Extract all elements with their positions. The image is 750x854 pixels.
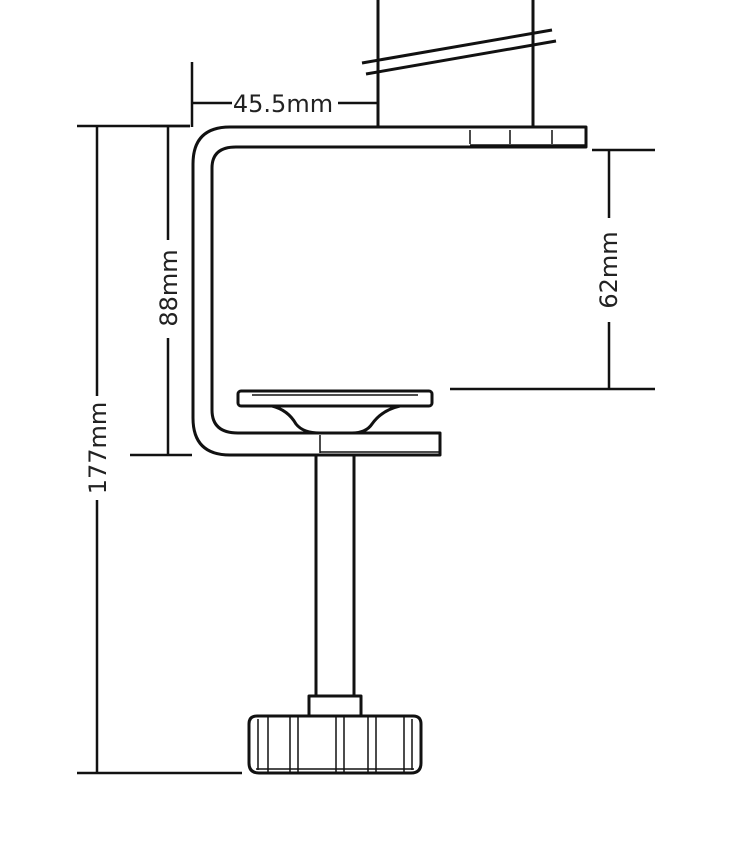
clamp-body (191, 125, 588, 457)
dimension-width: 45.5mm (190, 62, 378, 127)
total-height-label: 177mm (84, 402, 112, 495)
knurled-knob (247, 714, 423, 775)
dimension-total-height: 177mm (77, 124, 242, 775)
screw-shaft (307, 455, 363, 718)
break-line-lower (365, 39, 557, 76)
dimension-opening: 62mm (450, 148, 655, 391)
opening-label: 62mm (595, 231, 623, 308)
dimension-inner-height: 88mm (130, 124, 192, 457)
width-label: 45.5mm (233, 90, 333, 118)
inner-height-label: 88mm (155, 249, 183, 326)
pressure-pad (236, 389, 434, 435)
break-line-upper (361, 28, 553, 65)
vertical-post (361, 0, 557, 127)
